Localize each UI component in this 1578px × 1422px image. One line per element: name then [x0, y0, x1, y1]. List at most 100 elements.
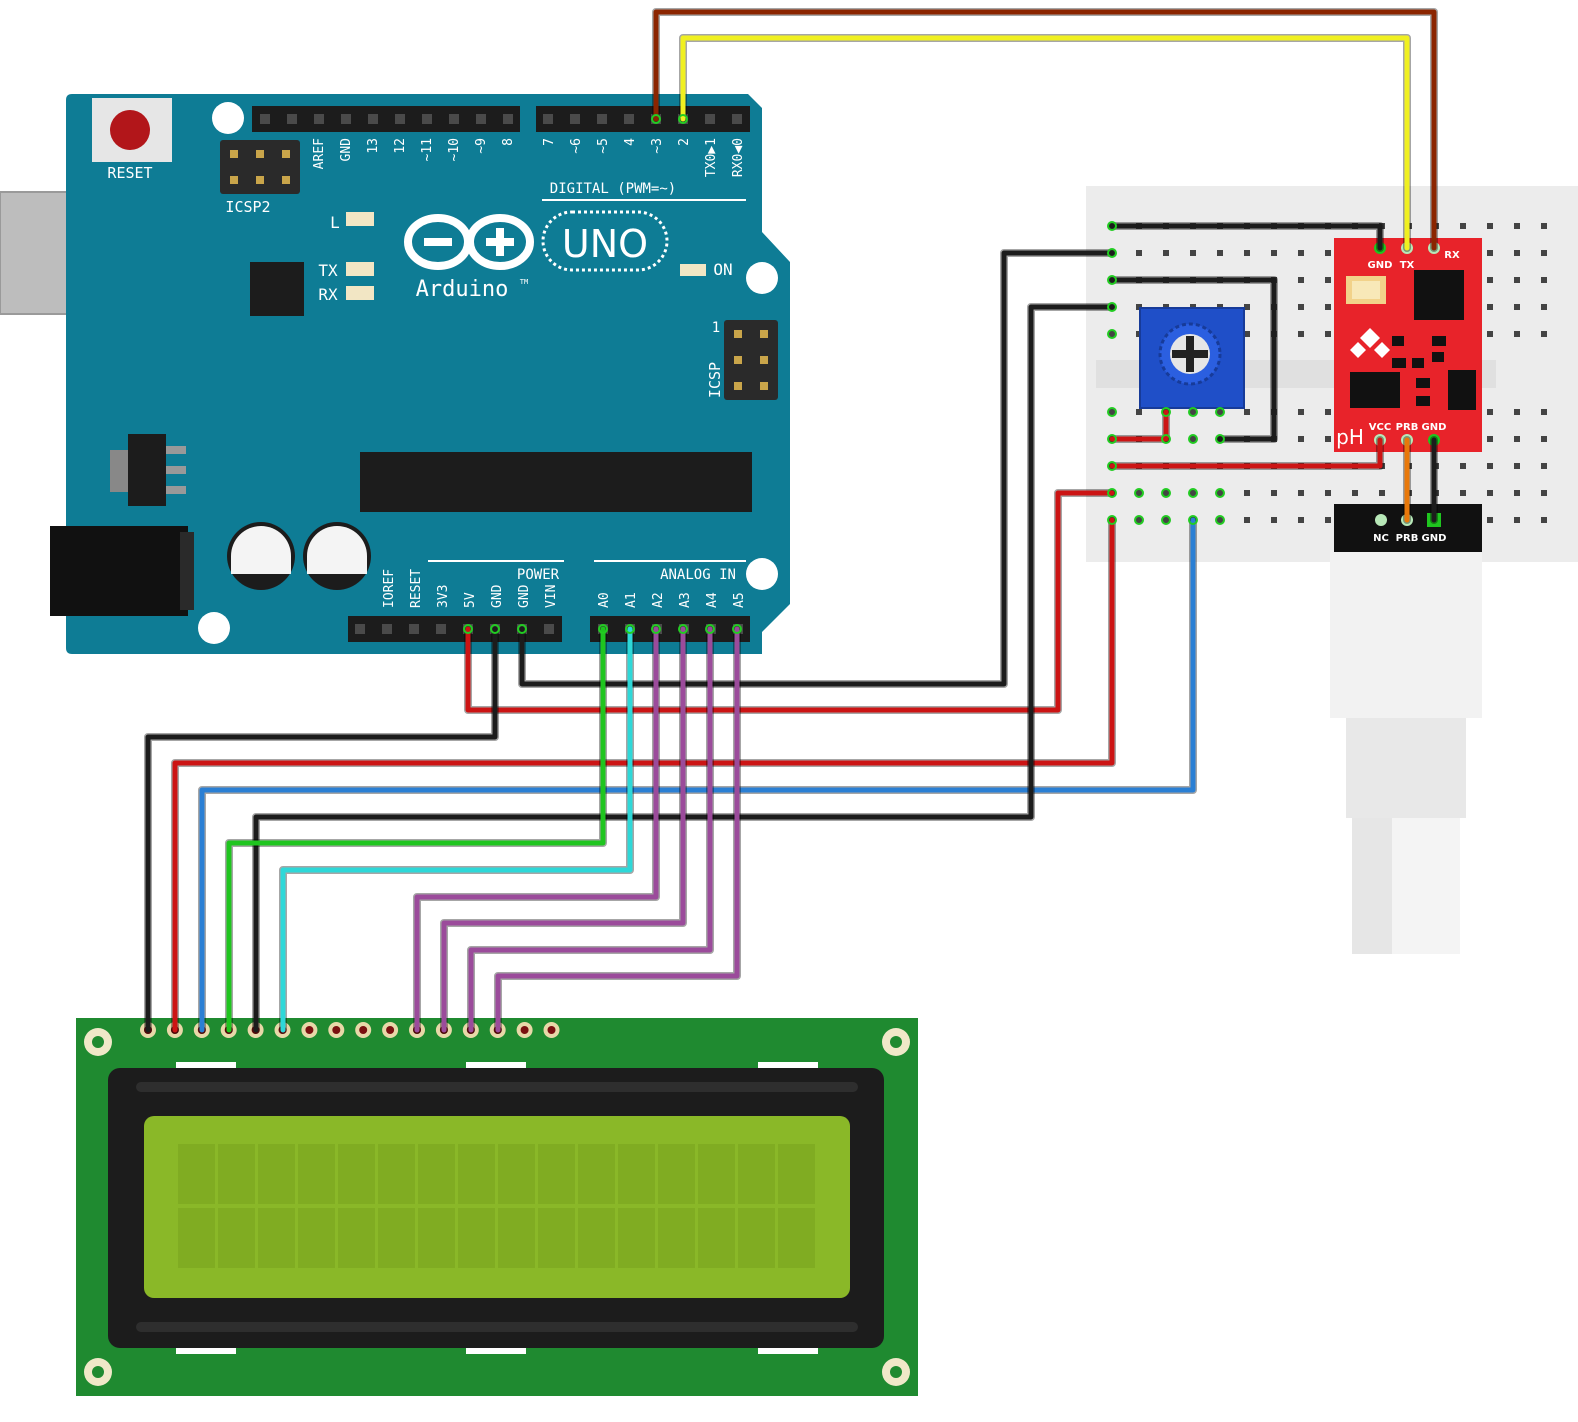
lcd-cell: [578, 1144, 615, 1204]
header-pin: [368, 114, 378, 124]
breadboard-hole: [1379, 490, 1385, 496]
header-pin: [597, 114, 607, 124]
header-pin: [422, 114, 432, 124]
pin-label: A0: [597, 592, 612, 608]
lcd-cell: [178, 1144, 215, 1204]
breadboard-hole: [1244, 331, 1250, 337]
tm-label: TM: [520, 278, 528, 286]
header-pin: [409, 624, 419, 634]
lcd-cell: [738, 1144, 775, 1204]
connection-dot: [1107, 488, 1117, 498]
connection-dot: [1161, 434, 1171, 444]
pin-label: ~3: [650, 138, 665, 154]
wire-a3-to-lcd-d5-outline: [440, 625, 687, 1034]
lcd-cell: [698, 1208, 735, 1268]
breadboard-hole: [1352, 490, 1358, 496]
wire-bb-vcc-pot: [1109, 409, 1169, 442]
pin-label: TX0▶1: [704, 138, 719, 177]
probe-pin-label: PRB: [1396, 533, 1419, 544]
breadboard-hole: [1109, 409, 1115, 415]
pin-label: RESET: [409, 569, 424, 608]
power-label: POWER: [517, 567, 560, 583]
breadboard-hole: [1163, 250, 1169, 256]
analog-in-label: ANALOG IN: [660, 567, 736, 583]
breadboard-hole: [1541, 250, 1547, 256]
lcd-cell: [298, 1208, 335, 1268]
breadboard-hole: [1217, 409, 1223, 415]
pin-label: AREF: [312, 138, 327, 169]
breadboard-hole: [1541, 304, 1547, 310]
header-pin: [570, 114, 580, 124]
ph-sensor-module: GND TX RX VCC PRB GND pH: [1334, 238, 1482, 452]
lcd-pin-center: [305, 1026, 314, 1034]
pin-label: 12: [393, 138, 408, 154]
lcd-pin-center: [520, 1026, 529, 1034]
connection-dot: [678, 624, 688, 634]
breadboard-hole: [1487, 277, 1493, 283]
breadboard-hole: [1541, 436, 1547, 442]
lcd-cell: [178, 1208, 215, 1268]
breadboard-hole: [1298, 250, 1304, 256]
connection-dot: [1134, 488, 1144, 498]
breadboard-hole: [1244, 250, 1250, 256]
breadboard-hole: [1217, 250, 1223, 256]
breadboard-hole: [1487, 304, 1493, 310]
wire-bb-gnd-pot: [1109, 277, 1277, 442]
pin-label: ~9: [474, 138, 489, 154]
probe-pin-label: GND: [1422, 533, 1447, 544]
breadboard-hole: [1109, 331, 1115, 337]
wire-a4-to-lcd-d6-outline: [467, 625, 714, 1034]
breadboard-hole: [1325, 331, 1331, 337]
breadboard-hole: [1514, 517, 1520, 523]
header-pin: [260, 114, 270, 124]
usb-chip: [250, 262, 304, 316]
connection-dot: [1107, 221, 1117, 231]
header-pin: [395, 114, 405, 124]
breadboard-hole: [1325, 304, 1331, 310]
lcd-16x2: [76, 1018, 918, 1396]
pin-label: 7: [542, 138, 557, 146]
header-digital-low: [536, 106, 750, 132]
pin-label: ~10: [447, 138, 462, 161]
breadboard-hole: [1217, 490, 1223, 496]
pin-label: A3: [678, 592, 693, 608]
connection-dot: [1188, 515, 1198, 525]
arduino-brand-label: Arduino: [416, 277, 509, 302]
breadboard-hole: [1325, 490, 1331, 496]
wire-a0-to-lcd-rs: [226, 626, 606, 1033]
breadboard-hole: [1298, 409, 1304, 415]
connection-dot: [1188, 407, 1198, 417]
digital-label: DIGITAL (PWM=~): [550, 181, 676, 197]
header-pin: [732, 114, 742, 124]
header-pin: [544, 624, 554, 634]
lcd-character-cells: [178, 1144, 815, 1268]
potentiometer[interactable]: [1139, 307, 1245, 409]
lcd-cell: [618, 1208, 655, 1268]
pin-label: ~5: [596, 138, 611, 154]
breadboard-hole: [1514, 277, 1520, 283]
breadboard-hole: [1244, 304, 1250, 310]
lcd-cell: [338, 1208, 375, 1268]
lcd-cell: [218, 1144, 255, 1204]
lcd-cell: [698, 1144, 735, 1204]
lcd-screen: [144, 1116, 850, 1298]
pin-label: GND: [339, 138, 354, 162]
pin-label: 5V: [463, 592, 478, 608]
connection-dot: [1107, 248, 1117, 258]
on-label: ON: [713, 260, 732, 279]
lcd-cell: [218, 1208, 255, 1268]
breadboard-hole: [1298, 277, 1304, 283]
wire-vcc-to-lcd-vdd: [172, 517, 1115, 1033]
connection-dot: [651, 624, 661, 634]
lcd-cell: [658, 1144, 695, 1204]
header-pin: [382, 624, 392, 634]
lcd-cell: [738, 1208, 775, 1268]
connection-dot: [463, 624, 473, 634]
pin-label: GND: [517, 584, 532, 608]
breadboard-hole: [1190, 409, 1196, 415]
breadboard-hole: [1541, 517, 1547, 523]
pin-label: 4: [623, 138, 638, 146]
lcd-cell: [418, 1144, 455, 1204]
lcd-pin-center: [547, 1026, 556, 1034]
header-pin: [341, 114, 351, 124]
